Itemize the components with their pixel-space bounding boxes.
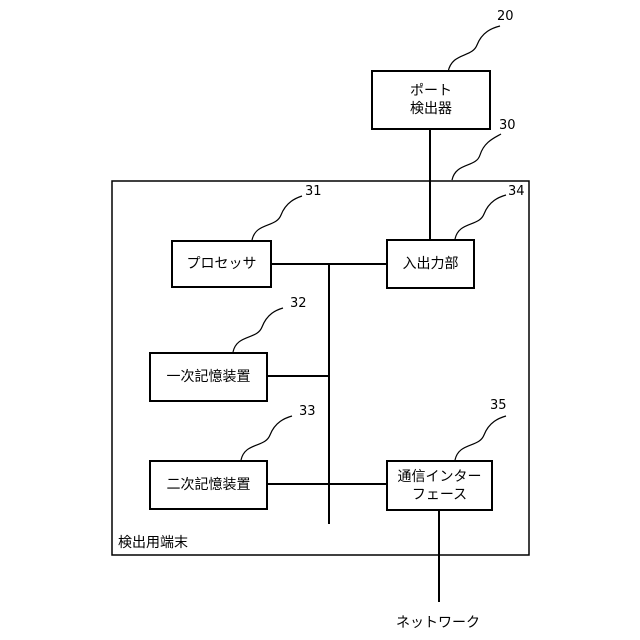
- primary-storage-label: 一次記憶装置: [167, 368, 251, 386]
- processor-label: プロセッサ: [187, 255, 257, 273]
- ref-32: 32: [290, 296, 307, 311]
- secondary-storage-box: 二次記憶装置: [149, 460, 268, 510]
- comm-interface-line1: 通信インター: [398, 468, 482, 486]
- comm-interface-line2: フェース: [412, 486, 467, 504]
- ref-32-leader: [233, 308, 283, 352]
- io-unit-label: 入出力部: [403, 255, 459, 273]
- processor-box: プロセッサ: [171, 240, 272, 288]
- ref-33-leader: [241, 416, 292, 460]
- ref-20: 20: [497, 9, 514, 24]
- secondary-storage-label: 二次記憶装置: [167, 476, 251, 494]
- primary-storage-box: 一次記憶装置: [149, 352, 268, 402]
- port-detector-line2: 検出器: [410, 100, 452, 118]
- ref-20-leader: [448, 26, 500, 72]
- ref-31: 31: [305, 184, 322, 199]
- ref-35-leader: [455, 416, 506, 460]
- ref-30: 30: [499, 118, 516, 133]
- port-detector-box: ポート 検出器: [371, 70, 491, 130]
- port-detector-line1: ポート: [410, 82, 452, 100]
- terminal-label: 検出用端末: [118, 532, 188, 552]
- ref-34-leader: [455, 195, 506, 239]
- ref-30-leader: [452, 134, 501, 180]
- ref-33: 33: [299, 404, 316, 419]
- io-unit-box: 入出力部: [386, 239, 475, 289]
- comm-interface-box: 通信インター フェース: [386, 460, 493, 511]
- ref-31-leader: [252, 196, 302, 240]
- ref-34: 34: [508, 184, 525, 199]
- ref-35: 35: [490, 398, 507, 413]
- network-label: ネットワーク: [396, 612, 480, 632]
